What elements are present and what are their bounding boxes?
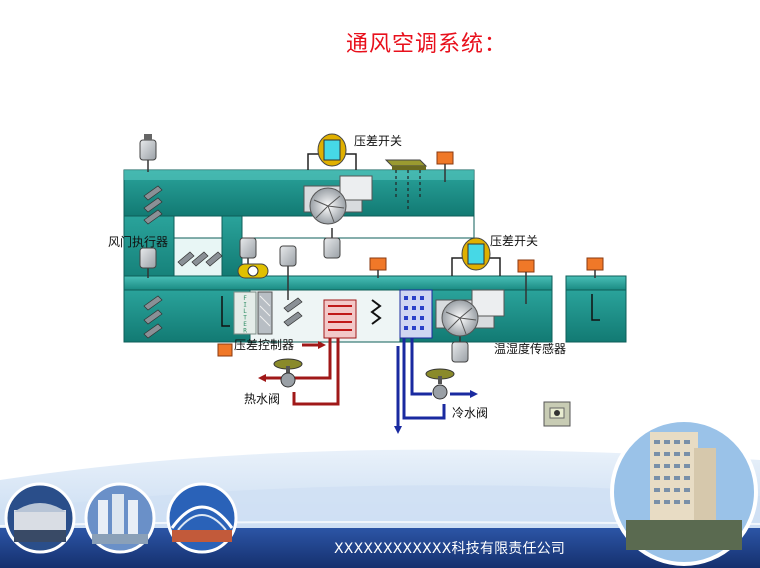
label-pressure-switch-mid: 压差开关 [490, 234, 539, 248]
sensor-box-right [586, 257, 604, 278]
sensor-box-top [436, 151, 454, 182]
return-air-duct [123, 169, 475, 291]
label-hot-water-valve: 热水阀 [244, 392, 281, 406]
actuator-top [139, 134, 157, 172]
pressure-controller-gauge [237, 263, 269, 279]
label-temp-humidity-sensor: 温湿度传感器 [494, 342, 567, 356]
damper-middle [177, 251, 223, 267]
company-name: XXXXXXXXXXXX科技有限责任公司 [334, 541, 566, 557]
pressure-switch-mid [451, 237, 501, 276]
label-pressure-controller: 压差控制器 [234, 338, 295, 352]
cold-water-arrow-right [470, 390, 478, 398]
label-damper-actuator: 风门执行器 [108, 235, 169, 249]
filter-letter: I [243, 302, 247, 309]
cold-water-valve [425, 368, 455, 400]
damper-lower-left [143, 295, 163, 339]
filter-letter: T [243, 315, 247, 322]
cold-water-arrow-down [394, 426, 402, 434]
heating-coil [323, 299, 357, 339]
actuator-right-mid [279, 245, 297, 300]
filter-letter: F [243, 295, 247, 302]
damper-upper [143, 185, 163, 225]
label-pressure-switch-top: 压差开关 [354, 134, 403, 148]
actuator-fan-bottom [323, 228, 341, 259]
outlet-box [565, 275, 627, 343]
hot-water-arrow-left [258, 374, 266, 382]
cold-water-pipes [396, 338, 472, 428]
pressure-switch-top [307, 133, 357, 170]
humidifier-spray [370, 299, 382, 325]
filter-letter: L [243, 308, 247, 315]
label-cold-water-valve: 冷水阀 [452, 406, 489, 420]
actuator-left-lower [139, 247, 157, 278]
return-fan [303, 175, 373, 225]
filter-letter: R [243, 328, 247, 335]
humidity-bar-sensor [384, 159, 428, 210]
photo-circle-hotel [610, 418, 758, 566]
photo-circle-2 [84, 482, 156, 554]
hot-water-arrow-right [318, 341, 326, 349]
photo-circle-3 [166, 482, 238, 554]
photo-circle-1 [4, 482, 76, 554]
damper-lower-right [283, 297, 303, 327]
sensor-box-mid2 [517, 259, 535, 304]
slide-title: 通风空调系统： [346, 32, 508, 57]
filter-letter: E [243, 321, 247, 328]
sensor-box-controller [217, 343, 233, 357]
supply-fan [435, 289, 505, 337]
hot-water-valve [273, 358, 303, 388]
sensor-box-mid1 [369, 257, 387, 278]
cooling-coil [399, 289, 433, 339]
control-panel [543, 401, 571, 427]
